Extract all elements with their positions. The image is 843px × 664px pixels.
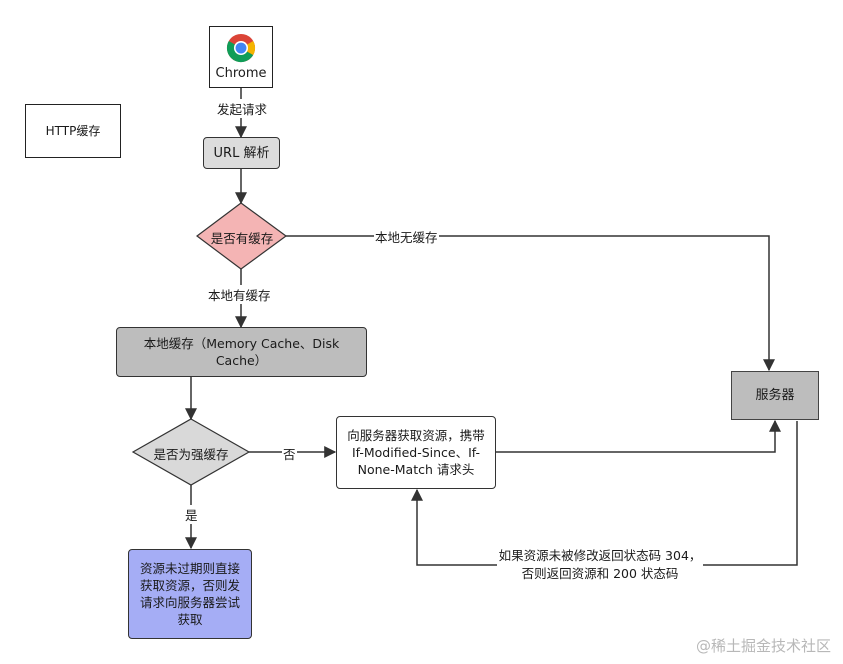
server-response-note: 如果资源未被修改返回状态码 304，否则返回资源和 200 状态码	[497, 547, 703, 583]
server-node: 服务器	[731, 371, 819, 420]
edge-has-cache-to-server	[286, 235, 775, 372]
edge-label-no: 否	[282, 444, 297, 463]
local-cache-label: 本地缓存（Memory Cache、Disk Cache）	[143, 336, 340, 368]
edge-fetch-to-server	[496, 419, 781, 453]
result-node: 资源未过期则直接获取资源，否则发请求向服务器尝试获取	[128, 549, 252, 639]
server-label: 服务器	[755, 388, 795, 403]
page-title: HTTP缓存	[45, 123, 101, 138]
browser-label: Chrome	[215, 65, 267, 81]
chrome-icon	[226, 33, 256, 62]
edge-label-no-local-cache: 本地无缓存	[374, 227, 439, 246]
local-cache-node: 本地缓存（Memory Cache、Disk Cache）	[116, 327, 367, 377]
browser-node: Chrome	[209, 26, 273, 88]
is-strong-label: 是否为强缓存	[153, 447, 229, 462]
fetch-node: 向服务器获取资源，携带 If-Modified-Since、If-None-Ma…	[336, 416, 496, 489]
edge-label-has-local-cache: 本地有缓存	[207, 285, 272, 304]
has-cache-label: 是否有缓存	[210, 231, 274, 246]
url-parse-node: URL 解析	[203, 137, 280, 169]
result-label: 资源未过期则直接获取资源，否则发请求向服务器尝试获取	[139, 561, 240, 627]
fetch-label: 向服务器获取资源，携带 If-Modified-Since、If-None-Ma…	[347, 428, 485, 477]
has-cache-diamond	[196, 202, 288, 270]
is-strong-diamond	[131, 418, 251, 486]
url-parse-label: URL 解析	[213, 145, 270, 161]
edge-label-yes: 是	[184, 505, 199, 524]
watermark: @稀土掘金技术社区	[695, 637, 831, 655]
title-box: HTTP缓存	[25, 104, 121, 158]
edge-label-send-request: 发起请求	[216, 99, 269, 118]
